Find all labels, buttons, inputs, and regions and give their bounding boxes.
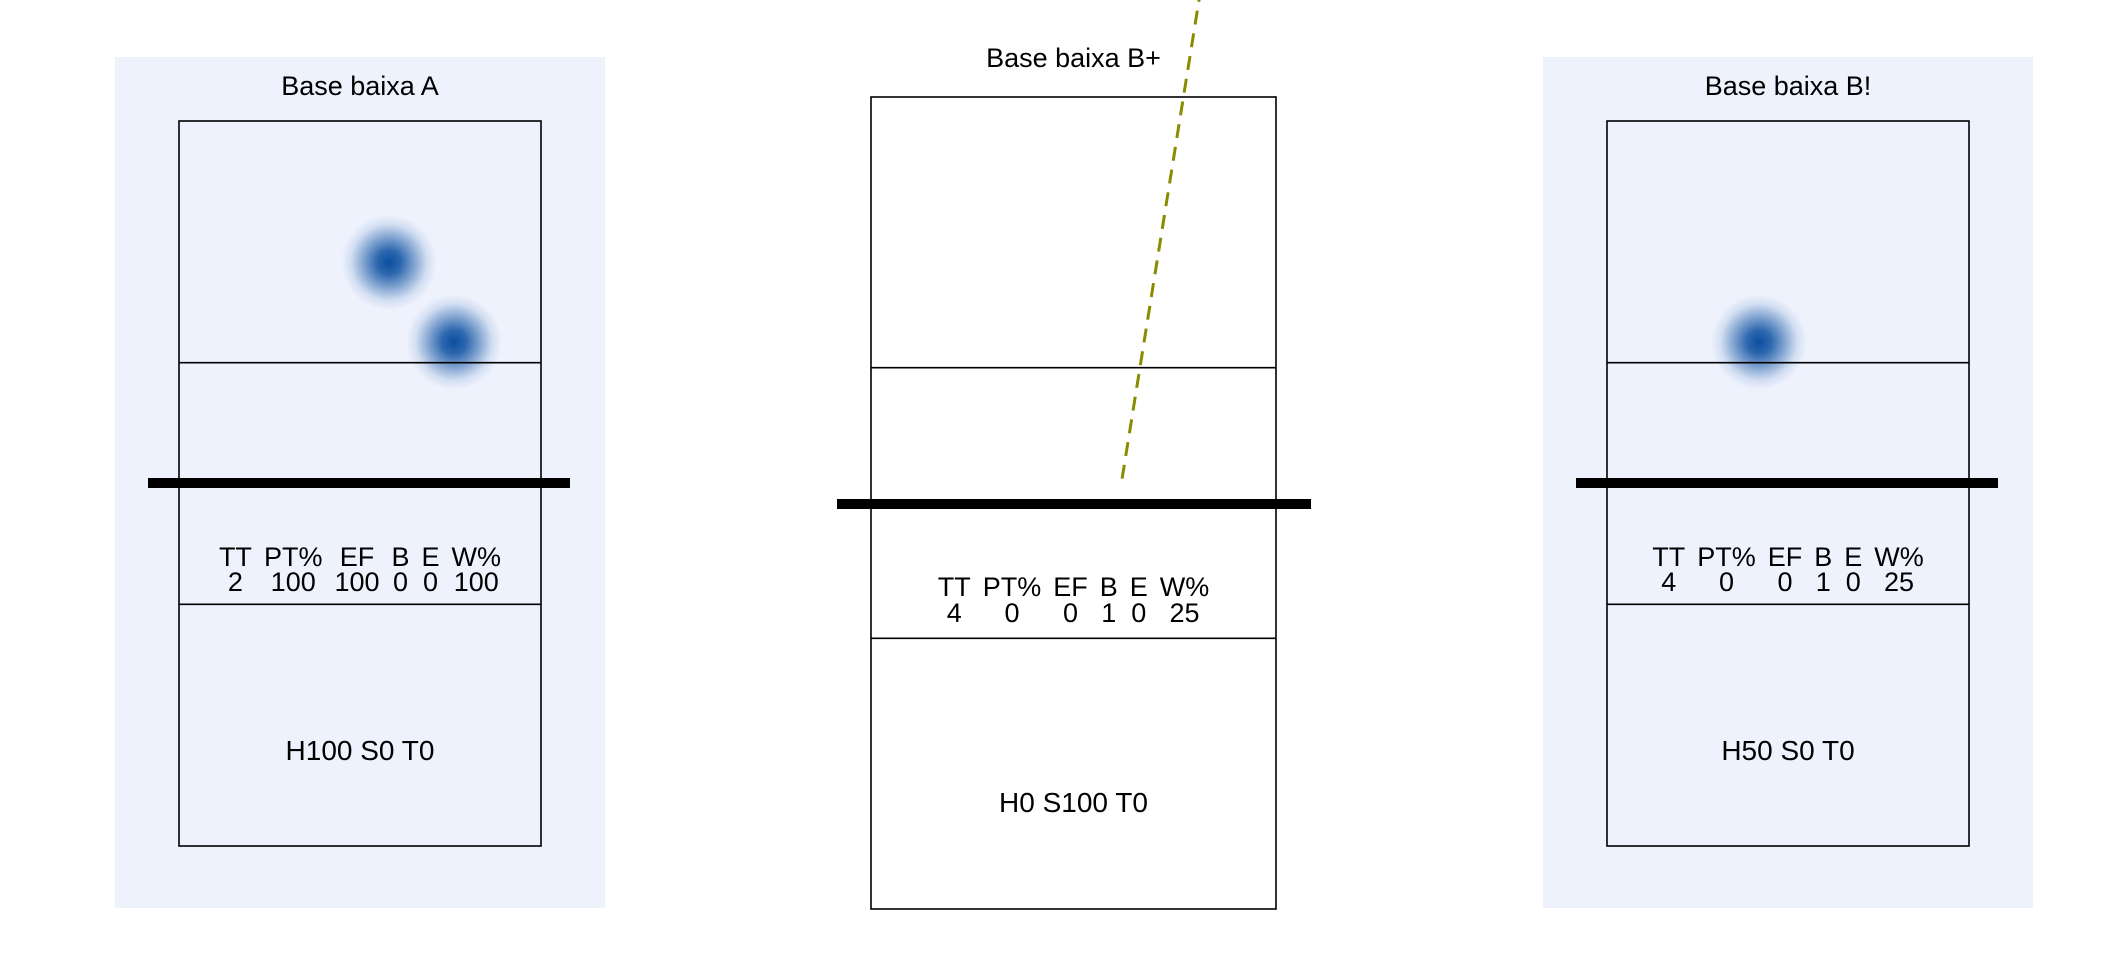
stats-value-cell: 0	[1719, 567, 1734, 597]
stats-value-cell: 100	[454, 567, 499, 597]
stats-header-cell: PT%	[264, 542, 323, 572]
arrow-layer	[1120, 0, 1201, 479]
zone-summary: H0 S100 T0	[999, 787, 1148, 818]
stats-header-cell: EF	[1768, 542, 1803, 572]
stats-header-cell: W%	[452, 542, 502, 572]
stats-value-cell: 1	[1101, 598, 1116, 628]
stats-header-cell: PT%	[1697, 542, 1756, 572]
stats-header-cell: E	[1130, 572, 1148, 602]
stats-header-cell: E	[422, 542, 440, 572]
stats-value-cell: 0	[1846, 567, 1861, 597]
stats-value-cell: 25	[1170, 598, 1200, 628]
stats-header-cell: E	[1844, 542, 1862, 572]
stats-header-cell: EF	[1053, 572, 1088, 602]
stats-value-cell: 0	[1004, 598, 1019, 628]
stats-value-cell: 0	[1777, 567, 1792, 597]
stats-header-cell: B	[1814, 542, 1832, 572]
stats-value-cell: 100	[334, 567, 379, 597]
chart-title: Base baixa A	[281, 71, 439, 101]
stats-value-cell: 0	[1131, 598, 1146, 628]
zone-summary: H100 S0 T0	[286, 735, 435, 766]
stats-value-cell: 0	[423, 567, 438, 597]
stats-header-cell: TT	[938, 572, 971, 602]
stats-value-cell: 4	[1661, 567, 1676, 597]
chart-title: Base baixa B+	[986, 43, 1161, 73]
zone-summary: H50 S0 T0	[1721, 735, 1854, 766]
stats-header-cell: W%	[1160, 572, 1210, 602]
heatmap-layer	[340, 214, 503, 391]
stats-value-cell: 100	[271, 567, 316, 597]
heatmap-layer	[1711, 294, 1808, 391]
stats-value-cell: 25	[1884, 567, 1914, 597]
trajectory-arrow	[1120, 0, 1201, 479]
stats-value-cell: 0	[1063, 598, 1078, 628]
stats-header-cell: PT%	[983, 572, 1042, 602]
chart-title: Base baixa B!	[1705, 71, 1872, 101]
heat-spot	[406, 294, 503, 391]
stats-header-cell: TT	[219, 542, 252, 572]
stats-header-cell: EF	[340, 542, 375, 572]
stats-header-cell: W%	[1874, 542, 1924, 572]
stats-value-cell: 4	[947, 598, 962, 628]
heat-spot	[1711, 294, 1808, 391]
stats-value-cell: 2	[228, 567, 243, 597]
heat-spot	[340, 214, 437, 311]
stats-header-cell: B	[1100, 572, 1118, 602]
stats-header-cell: B	[392, 542, 410, 572]
stats-header-cell: TT	[1652, 542, 1685, 572]
stats-value-cell: 1	[1816, 567, 1831, 597]
stats-value-cell: 0	[393, 567, 408, 597]
